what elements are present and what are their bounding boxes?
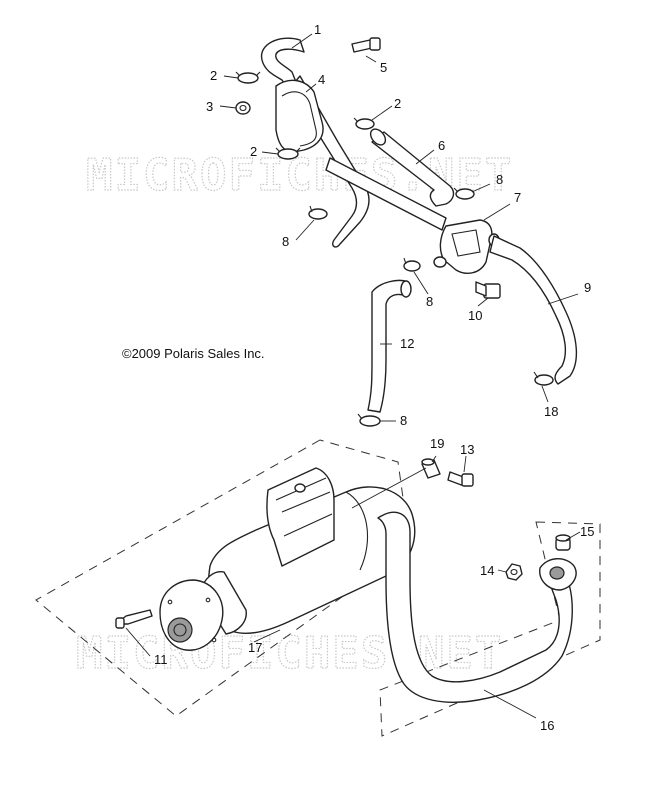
callout-14: 14 [480, 563, 494, 578]
leader-lines [125, 33, 581, 719]
callout-10: 10 [468, 308, 482, 323]
callout-8-mid: 8 [426, 294, 433, 309]
callout-19: 19 [430, 436, 444, 451]
callout-8-lower: 8 [400, 413, 407, 428]
copyright-notice: ©2009 Polaris Sales Inc. [122, 346, 265, 361]
part-17-muffler [199, 467, 416, 635]
callout-4: 4 [318, 72, 325, 87]
part-4-valve-housing [275, 79, 324, 153]
callout-8-right: 8 [496, 172, 503, 187]
part-12-hose [367, 279, 412, 413]
part-11-flange [115, 579, 224, 651]
callout-11: 11 [154, 652, 168, 667]
clamp-18 [533, 371, 554, 386]
callout-1: 1 [314, 22, 321, 37]
callout-16: 16 [540, 718, 554, 733]
clamp-8-lower [357, 413, 381, 427]
callout-5: 5 [380, 60, 387, 75]
part-9-hose [489, 235, 578, 385]
part-19-spacer [421, 458, 441, 479]
part-15-spacer [555, 534, 571, 551]
callout-2-right: 2 [394, 96, 401, 111]
part-16-exhaust-pipe [377, 511, 577, 703]
callout-6: 6 [438, 138, 445, 153]
callout-15: 15 [580, 524, 594, 539]
muffler-outline [35, 439, 411, 717]
clamp-8-right [453, 187, 475, 200]
part-7-valve [433, 219, 500, 274]
callout-3: 3 [206, 99, 213, 114]
part-3-nut [235, 101, 251, 115]
callout-12: 12 [400, 336, 414, 351]
callout-2-lower: 2 [250, 144, 257, 159]
part-13-bolt [447, 471, 474, 487]
callout-18: 18 [544, 404, 558, 419]
callout-17: 17 [248, 640, 262, 655]
part-6-hose [369, 128, 455, 207]
callout-8-left: 8 [282, 234, 289, 249]
callout-9: 9 [584, 280, 591, 295]
part-14-nut [505, 563, 523, 581]
watermark-bottom: MICROFICHES.NET [76, 628, 503, 679]
callout-13: 13 [460, 442, 474, 457]
clamp-8-mid [403, 257, 421, 272]
part-10-fitting [475, 281, 501, 299]
part-5-bolt [351, 37, 381, 53]
callout-7: 7 [514, 190, 521, 205]
clamp-2-right [353, 117, 375, 130]
clamp-2-upper [235, 71, 261, 84]
callout-2-upper: 2 [210, 68, 217, 83]
clamp-8-left [308, 205, 328, 220]
part-1-lower-tube [325, 157, 447, 231]
